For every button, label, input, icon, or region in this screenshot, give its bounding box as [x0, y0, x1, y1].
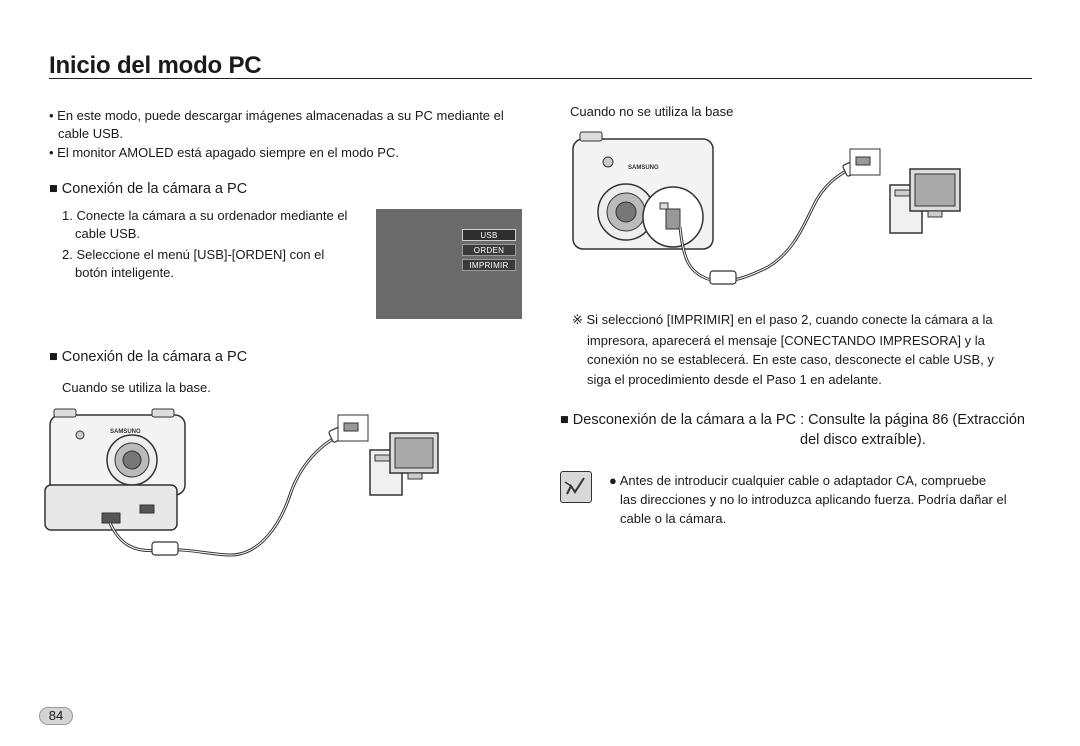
imprimir-note-line-4: siga el procedimiento desde el Paso 1 en… [587, 372, 882, 387]
page-number: 84 [39, 707, 73, 725]
menu-item-orden: ORDEN [462, 244, 516, 256]
step-2-cont: botón inteligente. [75, 265, 175, 280]
step-2: 2. Seleccione el menú [USB]-[ORDEN] con … [62, 247, 325, 262]
caution-line-3: cable o la cámara. [620, 511, 727, 526]
note-pencil-icon [560, 471, 592, 503]
caution-line-2: las direcciones y no lo introduzca aplic… [620, 492, 1007, 507]
section-heading-connect: ■ Conexión de la cámara a PC [49, 181, 248, 197]
camera-dock-pc-illustration: SAMSUNG [44, 408, 439, 557]
intro-bullet-1: • En este modo, puede descargar imágenes… [49, 108, 504, 123]
step-1: 1. Conecte la cámara a su ordenador medi… [62, 208, 348, 223]
menu-item-usb: USB [462, 229, 516, 241]
caption-with-dock: Cuando se utiliza la base. [62, 380, 211, 395]
menu-item-imprimir: IMPRIMIR [462, 259, 516, 271]
page-title: Inicio del modo PC [49, 52, 262, 79]
camera-menu-screen: USB ORDEN IMPRIMIR [376, 209, 522, 319]
brand-label: SAMSUNG [110, 429, 141, 435]
imprimir-note-line-3: conexión no se establecerá. En este caso… [587, 352, 994, 367]
intro-bullet-1-cont: cable USB. [58, 126, 124, 141]
imprimir-note-line-1: ※ Si seleccionó [IMPRIMIR] en el paso 2,… [572, 312, 993, 327]
brand-label-right: SAMSUNG [628, 165, 659, 171]
imprimir-note-line-2: impresora, aparecerá el mensaje [CONECTA… [587, 333, 985, 348]
title-divider [49, 78, 1032, 79]
disconnect-heading-cont: del disco extraíble). [800, 432, 926, 448]
step-1-cont: cable USB. [75, 226, 141, 241]
intro-bullet-2: • El monitor AMOLED está apagado siempre… [49, 145, 399, 160]
disconnect-heading: ■ Desconexión de la cámara a la PC : Con… [560, 412, 1025, 428]
caption-without-dock: Cuando no se utiliza la base [570, 104, 734, 119]
camera-pc-illustration: SAMSUNG [572, 131, 961, 285]
section-heading-connect-2: ■ Conexión de la cámara a PC [49, 349, 248, 365]
caution-line-1: ● Antes de introducir cualquier cable o … [609, 473, 987, 488]
